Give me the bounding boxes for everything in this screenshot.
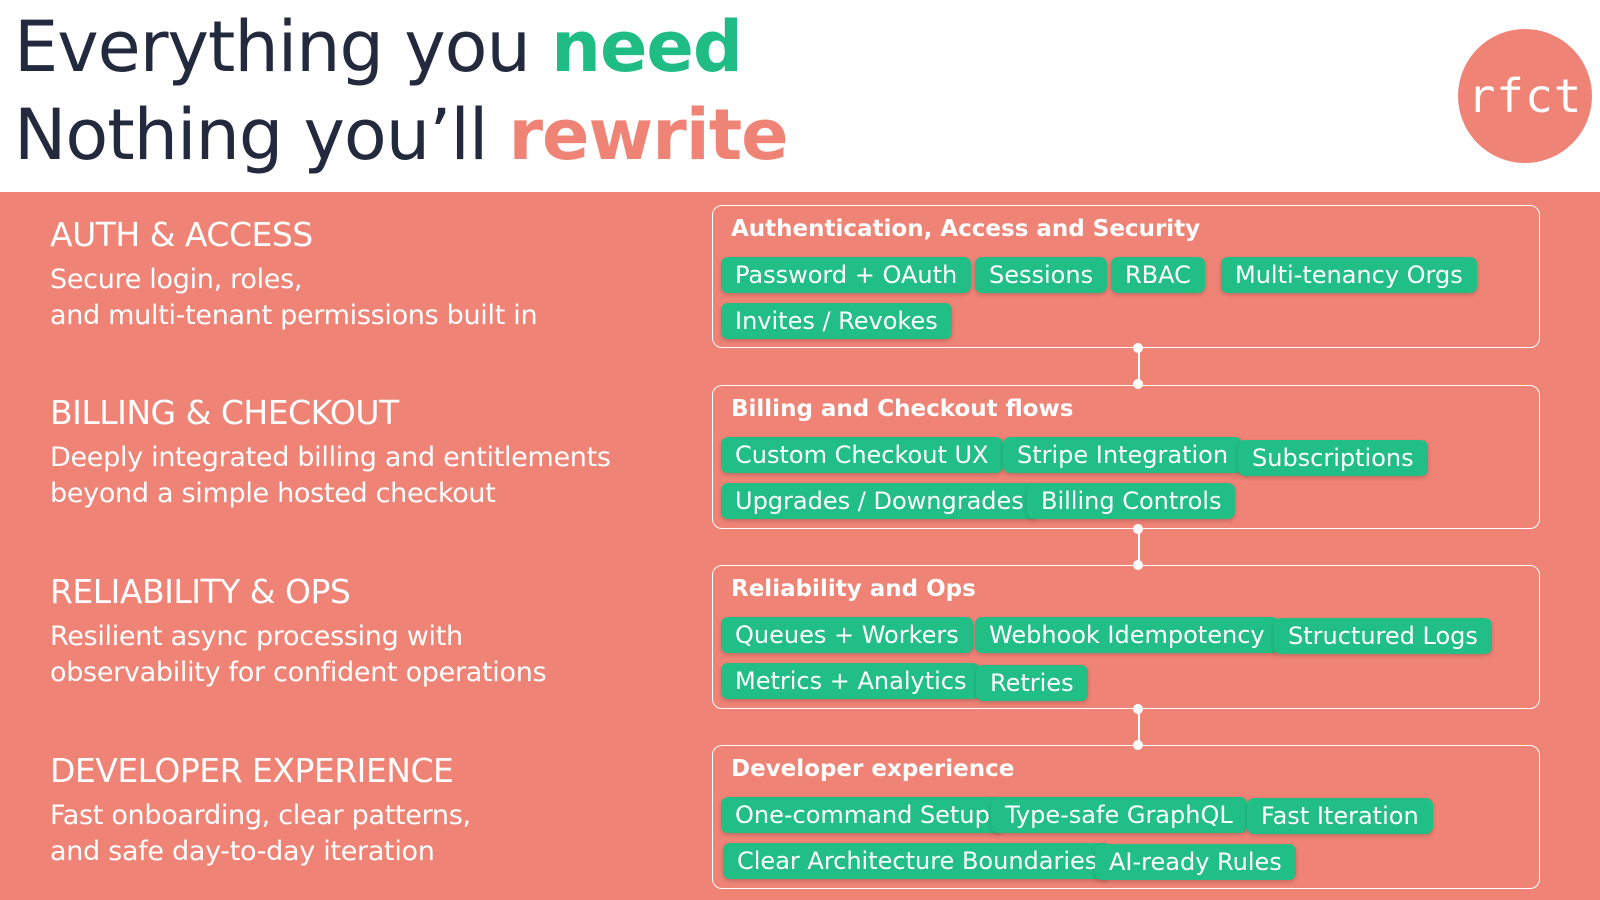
rfct-logo: rfct bbox=[1458, 29, 1592, 163]
feature-description: Fast onboarding, clear patterns, and saf… bbox=[50, 800, 471, 867]
chip-custom-checkout-ux[interactable]: Custom Checkout UX bbox=[721, 437, 1003, 473]
chip-upgrades-downgrades[interactable]: Upgrades / Downgrades bbox=[721, 483, 1038, 519]
feature-description: Secure login, roles, and multi-tenant pe… bbox=[50, 264, 538, 331]
headline-highlight-rewrite: rewrite bbox=[508, 94, 789, 176]
chip-one-command-setup[interactable]: One-command Setup bbox=[721, 797, 1004, 833]
feature-title: BILLING & CHECKOUT bbox=[50, 393, 399, 432]
chip-invites-revokes[interactable]: Invites / Revokes bbox=[721, 303, 952, 339]
feature-developer-experience: DEVELOPER EXPERIENCE Fast onboarding, cl… bbox=[50, 752, 680, 870]
chip-queues-workers[interactable]: Queues + Workers bbox=[721, 617, 973, 653]
headline-line-1-text: Everything you bbox=[14, 6, 552, 88]
headline-line-1: Everything you need bbox=[14, 12, 743, 82]
header: Everything you need Nothing you’ll rewri… bbox=[0, 0, 1600, 192]
chip-rbac[interactable]: RBAC bbox=[1111, 257, 1205, 293]
chip-retries[interactable]: Retries bbox=[976, 665, 1088, 701]
headline-line-2-text: Nothing you’ll bbox=[14, 94, 509, 176]
panel-title: Billing and Checkout flows bbox=[731, 396, 1074, 422]
headline-highlight-need: need bbox=[551, 6, 743, 88]
headline-line-2: Nothing you’ll rewrite bbox=[14, 100, 789, 170]
feature-description: Deeply integrated billing and entitlemen… bbox=[50, 442, 611, 509]
chip-type-safe-graphql[interactable]: Type-safe GraphQL bbox=[991, 797, 1247, 833]
connector-line bbox=[1138, 348, 1140, 384]
connector-line bbox=[1138, 709, 1140, 745]
feature-description: Resilient async processing with observab… bbox=[50, 621, 547, 688]
chip-multi-tenancy-orgs[interactable]: Multi-tenancy Orgs bbox=[1221, 257, 1477, 293]
chip-fast-iteration[interactable]: Fast Iteration bbox=[1247, 798, 1433, 834]
panel-auth-access-security: Authentication, Access and Security Pass… bbox=[712, 205, 1540, 348]
chip-ai-ready-rules[interactable]: AI-ready Rules bbox=[1095, 844, 1296, 880]
chip-clear-architecture-boundaries[interactable]: Clear Architecture Boundaries bbox=[723, 843, 1112, 879]
panel-billing-checkout-flows: Billing and Checkout flows Custom Checko… bbox=[712, 385, 1540, 529]
feature-title: RELIABILITY & OPS bbox=[50, 572, 351, 611]
feature-reliability-ops: RELIABILITY & OPS Resilient async proces… bbox=[50, 573, 680, 691]
connector-dot bbox=[1133, 379, 1143, 389]
chip-password-oauth[interactable]: Password + OAuth bbox=[721, 257, 972, 293]
panel-title: Authentication, Access and Security bbox=[731, 216, 1201, 242]
feature-auth-access: AUTH & ACCESS Secure login, roles, and m… bbox=[50, 216, 680, 334]
feature-billing-checkout: BILLING & CHECKOUT Deeply integrated bil… bbox=[50, 394, 680, 512]
chip-webhook-idempotency[interactable]: Webhook Idempotency bbox=[975, 617, 1279, 653]
chip-subscriptions[interactable]: Subscriptions bbox=[1238, 440, 1428, 476]
chip-stripe-integration[interactable]: Stripe Integration bbox=[1003, 437, 1243, 473]
chip-billing-controls[interactable]: Billing Controls bbox=[1027, 483, 1236, 519]
chip-metrics-analytics[interactable]: Metrics + Analytics bbox=[721, 663, 981, 699]
panel-reliability-ops: Reliability and Ops Queues + Workers Web… bbox=[712, 565, 1540, 709]
panel-developer-experience: Developer experience One-command Setup T… bbox=[712, 745, 1540, 889]
panel-title: Developer experience bbox=[731, 756, 1015, 782]
panel-title: Reliability and Ops bbox=[731, 576, 976, 602]
feature-title: AUTH & ACCESS bbox=[50, 215, 313, 254]
chip-sessions[interactable]: Sessions bbox=[975, 257, 1108, 293]
feature-title: DEVELOPER EXPERIENCE bbox=[50, 751, 454, 790]
connector-line bbox=[1138, 529, 1140, 565]
chip-structured-logs[interactable]: Structured Logs bbox=[1274, 618, 1492, 654]
